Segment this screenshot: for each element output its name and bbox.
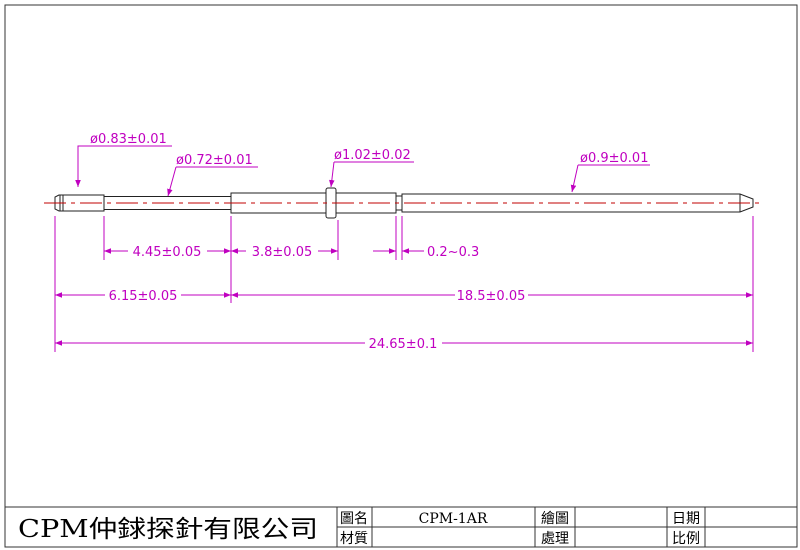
drawn-by-label: 繪圖	[541, 510, 569, 527]
sheet-border	[4, 4, 798, 548]
drawing-name-value: CPM-1AR	[419, 511, 488, 527]
dimension-label-total: 24.65±0.1	[369, 337, 438, 352]
dimension-label-0.2-0.3: 0.2~0.3	[427, 245, 479, 260]
dimension-label-4.45: 4.45±0.05	[133, 245, 202, 260]
pin-tip-segment	[54, 194, 105, 212]
dimension-label-18.5: 18.5±0.05	[457, 289, 526, 304]
company-name: CPM仲銶探針有限公司	[18, 515, 318, 543]
diameter-label-0.9: ø0.9±0.01	[580, 151, 648, 166]
diameter-label-0.72: ø0.72±0.01	[176, 153, 253, 168]
dimension-label-3.8: 3.8±0.05	[252, 245, 313, 260]
diameter-label-1.02: ø1.02±0.02	[334, 148, 411, 163]
drawing-name-label: 圖名	[340, 511, 368, 527]
diameter-label-0.83: ø0.83±0.01	[90, 132, 167, 147]
material-label: 材質	[340, 531, 368, 547]
diameter-callouts	[75, 145, 650, 197]
dimension-label-6.15: 6.15±0.05	[109, 289, 178, 304]
dimension-lines	[55, 248, 753, 346]
extension-lines	[54, 216, 754, 352]
treatment-label: 處理	[541, 531, 569, 547]
title-block: CPM仲銶探針有限公司 圖名 CPM-1AR 繪圖 日期 材質 處理 比例	[5, 506, 797, 547]
scale-label: 比例	[672, 531, 700, 547]
date-label: 日期	[672, 511, 700, 527]
